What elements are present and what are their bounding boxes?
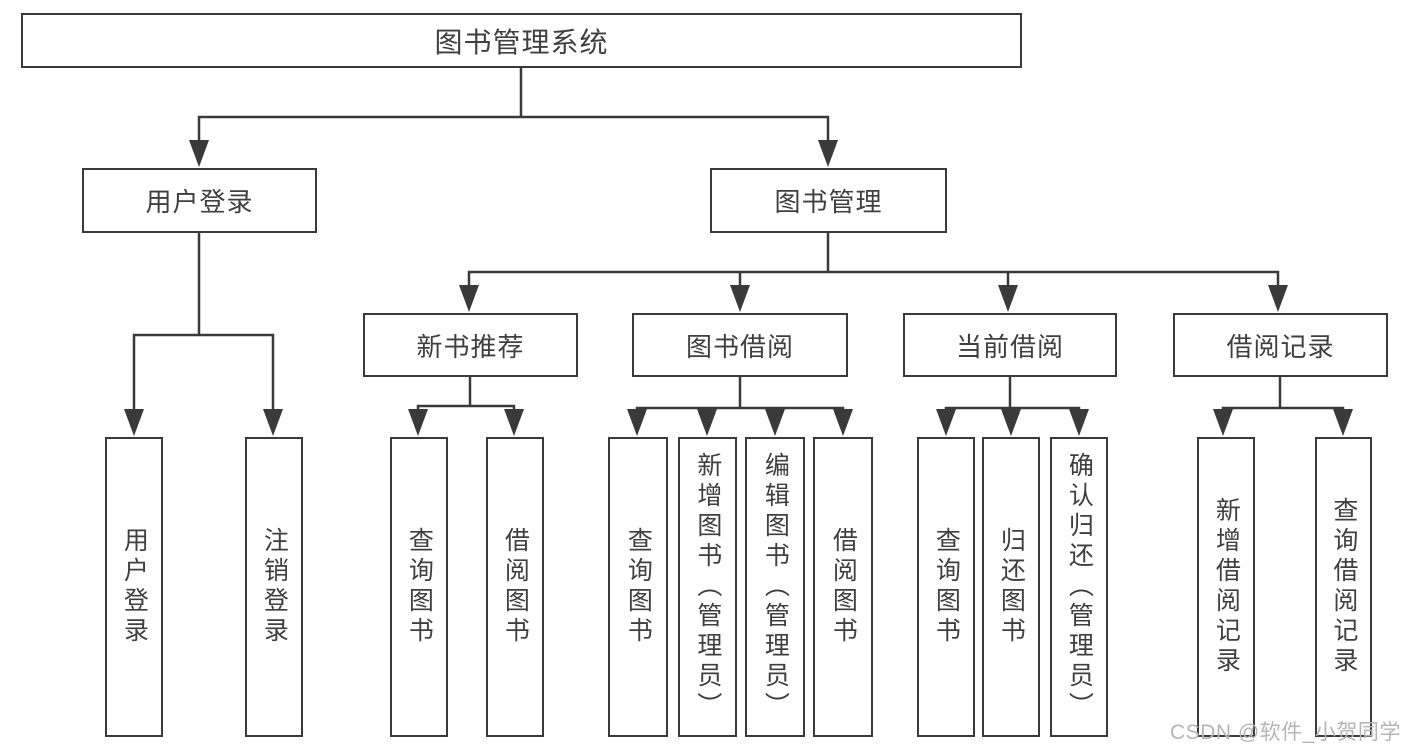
leaf-records-query-record: 查询借阅记录 xyxy=(1315,437,1372,737)
leaf-label: 确认归还（管理员） xyxy=(1065,452,1094,722)
leaf-label: 借阅图书 xyxy=(501,527,530,647)
node-label: 用户登录 xyxy=(145,187,254,217)
node-user-login: 用户登录 xyxy=(82,168,317,233)
leaf-recommend-borrow-books: 借阅图书 xyxy=(486,437,544,737)
leaf-borrow-borrow-books: 借阅图书 xyxy=(813,437,873,737)
leaf-label: 用户登录 xyxy=(120,527,149,647)
node-new-book-recommend: 新书推荐 xyxy=(363,313,578,377)
leaf-records-add-record: 新增借阅记录 xyxy=(1197,437,1255,737)
leaf-label: 新增图书（管理员） xyxy=(693,452,722,722)
leaf-label: 注销登录 xyxy=(260,527,289,647)
leaf-label: 编辑图书（管理员） xyxy=(761,452,790,722)
node-root-system: 图书管理系统 xyxy=(21,13,1022,68)
leaf-label: 查询图书 xyxy=(932,527,961,647)
leaf-label: 查询图书 xyxy=(405,527,434,647)
csdn-watermark: CSDN @软件_小贺同学 xyxy=(1170,721,1401,744)
node-book-borrow: 图书借阅 xyxy=(632,313,848,377)
leaf-user-login: 用户登录 xyxy=(105,437,163,737)
node-label: 借阅记录 xyxy=(1226,331,1335,362)
leaf-current-confirm-return-admin: 确认归还（管理员） xyxy=(1050,437,1108,737)
node-root-label: 图书管理系统 xyxy=(434,26,609,58)
leaf-logout: 注销登录 xyxy=(245,437,303,737)
leaf-current-query-books: 查询图书 xyxy=(917,437,975,737)
leaf-borrow-edit-books-admin: 编辑图书（管理员） xyxy=(745,437,805,737)
node-borrow-records: 借阅记录 xyxy=(1173,313,1388,377)
node-book-management: 图书管理 xyxy=(710,168,947,233)
node-label: 新书推荐 xyxy=(416,331,525,362)
leaf-recommend-query-books: 查询图书 xyxy=(390,437,448,737)
leaf-label: 新增借阅记录 xyxy=(1212,497,1241,677)
leaf-label: 借阅图书 xyxy=(829,527,858,647)
node-label: 图书借阅 xyxy=(685,331,794,362)
leaf-borrow-add-books-admin: 新增图书（管理员） xyxy=(678,437,737,737)
leaf-label: 归还图书 xyxy=(997,527,1026,647)
leaf-current-return-books: 归还图书 xyxy=(982,437,1040,737)
leaf-label: 查询借阅记录 xyxy=(1329,497,1358,677)
node-label: 当前借阅 xyxy=(955,331,1064,362)
leaf-borrow-query-books: 查询图书 xyxy=(608,437,668,737)
node-label: 图书管理 xyxy=(774,187,883,217)
leaf-label: 查询图书 xyxy=(624,527,653,647)
node-current-borrow: 当前借阅 xyxy=(903,313,1117,377)
